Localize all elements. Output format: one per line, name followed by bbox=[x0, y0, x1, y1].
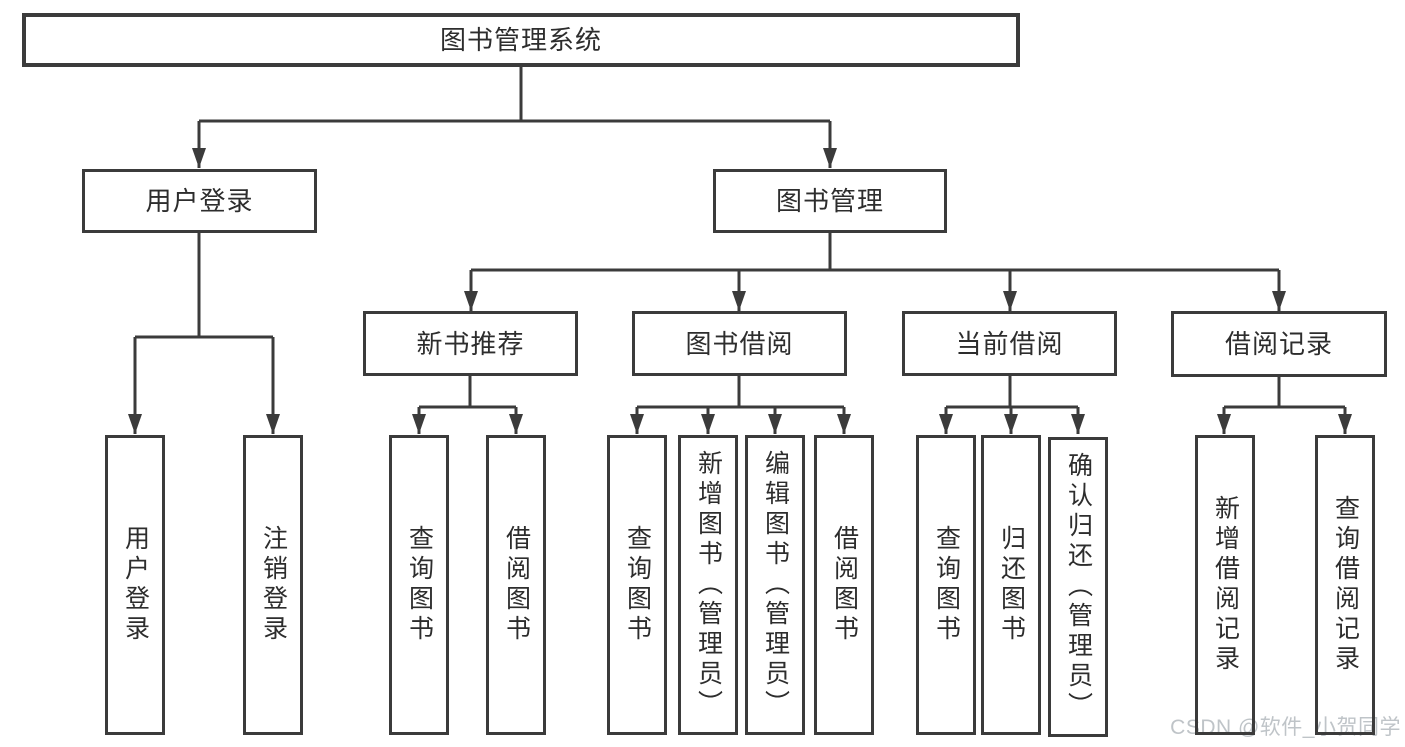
node-leaf-query-books-3: 查询图书 bbox=[916, 435, 976, 735]
node-leaf-add-borrow-record: 新增借阅记录 bbox=[1195, 435, 1255, 735]
node-leaf-user-login: 用户登录 bbox=[105, 435, 165, 735]
node-leaf-query-books-2: 查询图书 bbox=[607, 435, 667, 735]
node-book-borrowing: 图书借阅 bbox=[632, 311, 847, 376]
node-new-book-recommendation: 新书推荐 bbox=[363, 311, 578, 376]
node-leaf-borrow-books-1: 借阅图书 bbox=[486, 435, 546, 735]
node-leaf-logout: 注销登录 bbox=[243, 435, 303, 735]
node-leaf-confirm-return-admin: 确认归还（管理员） bbox=[1048, 437, 1108, 737]
node-root-library-management-system: 图书管理系统 bbox=[22, 13, 1020, 67]
node-borrowing-records: 借阅记录 bbox=[1171, 311, 1387, 377]
node-leaf-borrow-books-2: 借阅图书 bbox=[814, 435, 874, 735]
node-leaf-edit-books-admin: 编辑图书（管理员） bbox=[745, 435, 805, 735]
node-leaf-add-books-admin: 新增图书（管理员） bbox=[678, 435, 738, 735]
node-book-management: 图书管理 bbox=[713, 169, 947, 233]
node-user-login: 用户登录 bbox=[82, 169, 317, 233]
node-leaf-return-books: 归还图书 bbox=[981, 435, 1041, 735]
node-leaf-query-borrow-record: 查询借阅记录 bbox=[1315, 435, 1375, 735]
node-leaf-query-books-1: 查询图书 bbox=[389, 435, 449, 735]
node-current-borrowing: 当前借阅 bbox=[902, 311, 1117, 376]
